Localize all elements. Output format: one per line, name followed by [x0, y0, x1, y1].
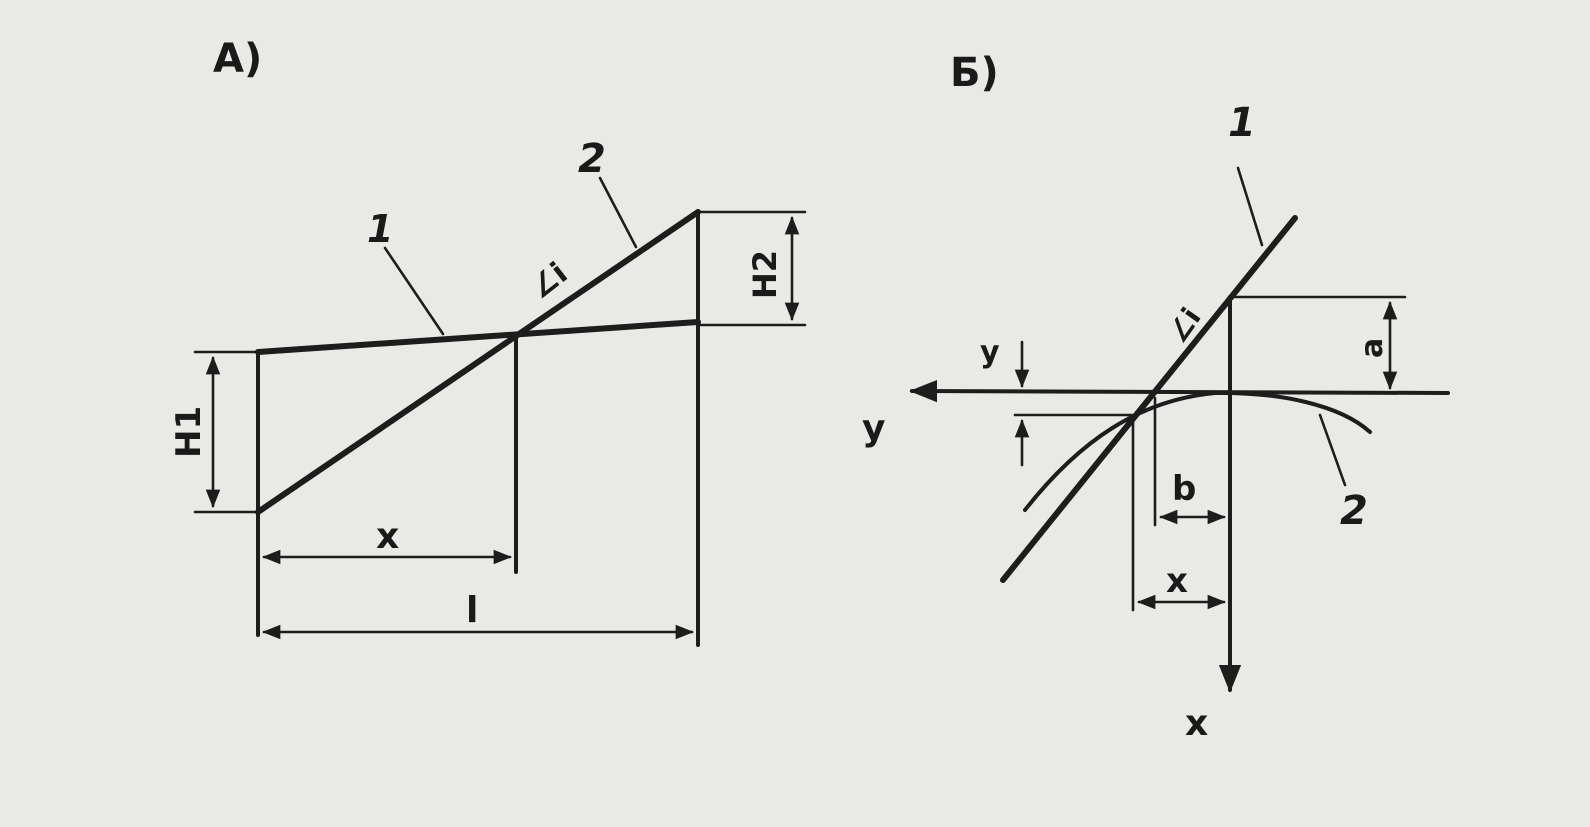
panel-b-x-axis-label: x	[1185, 703, 1208, 744]
panel-b-leader-2	[1318, 413, 1347, 487]
panel-a-label-1: 1	[367, 207, 393, 251]
panel-b-b-label: b	[1172, 469, 1196, 509]
panel-b-curve-2	[1023, 390, 1372, 512]
panel-a-h1-label: H1	[169, 406, 209, 458]
panel-b-line-1	[1000, 215, 1298, 583]
panel-a-title: А)	[213, 36, 262, 82]
panel-a-label-2: 2	[578, 136, 606, 182]
panel-a-leader-1	[383, 246, 445, 336]
panel-a-leader-2	[598, 176, 638, 249]
panel-b-leader-1	[1236, 166, 1264, 247]
panel-a-x-label: x	[376, 516, 399, 557]
panel-b-y-axis	[909, 379, 1450, 403]
panel-a-line-2	[255, 209, 701, 515]
panel-a-line-1	[255, 319, 701, 355]
panel-b-angle-label: ∠i	[1161, 302, 1208, 349]
panel-b-y-axis-label: y	[862, 408, 885, 449]
panel-b-x-dim-label: x	[1166, 561, 1188, 601]
panel-b-y-dim-label: y	[980, 335, 1000, 370]
panel-b-a-label: a	[1355, 338, 1390, 358]
panel-b: Б) y x a y b x 1 2	[862, 50, 1450, 744]
panel-b-label-2: 2	[1340, 488, 1368, 534]
panel-a-l-label: l	[466, 590, 478, 631]
panel-b-label-1: 1	[1228, 100, 1256, 146]
panel-b-title: Б)	[950, 50, 999, 96]
panel-a-h2-label: H2	[746, 250, 784, 299]
panel-a: А) H1 H2 x l 1 2 ∠i	[169, 36, 807, 647]
